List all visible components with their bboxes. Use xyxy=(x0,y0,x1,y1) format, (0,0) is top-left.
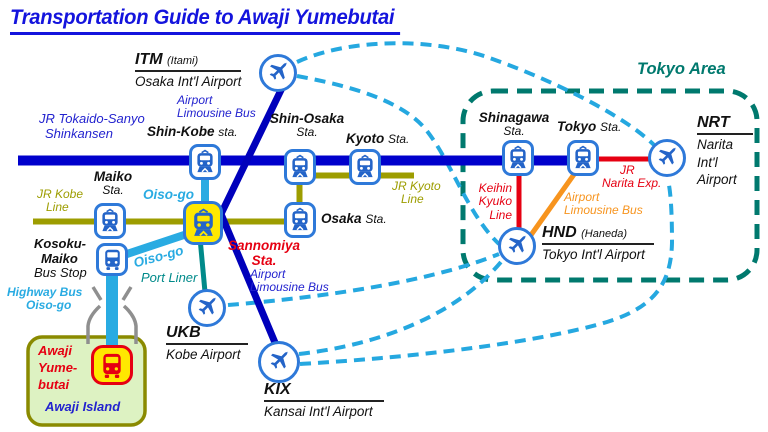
limousine-bus-hnd-line xyxy=(528,171,578,237)
label-station-shinosaka: Shin-Osaka Sta. xyxy=(269,111,345,140)
train-icon xyxy=(510,145,526,169)
train-icon xyxy=(357,154,373,178)
station-icon-osaka xyxy=(284,202,316,238)
bridge-mark-left-upper xyxy=(91,286,103,301)
plane-icon xyxy=(269,62,288,80)
label-airport-kix: KIX Kansai Int'l Airport xyxy=(264,381,384,420)
train-icon xyxy=(575,145,591,169)
flight-kix-hnd xyxy=(298,260,503,356)
flight-ukb-hnd xyxy=(227,252,500,307)
label-airport-ukb: UKB Kobe Airport xyxy=(166,324,248,363)
label-awaji-island: Awaji Island xyxy=(45,399,121,414)
port-liner-line xyxy=(197,237,208,293)
bridge-mark-right xyxy=(122,304,138,344)
station-icon-tokyo xyxy=(567,140,599,176)
label-keihin-kyuko-line: Keihin Kyuko Line xyxy=(478,181,512,222)
train-icon xyxy=(102,208,118,232)
airport-icon-ukb xyxy=(188,289,226,327)
bridge-mark-left xyxy=(86,304,102,344)
train-icon xyxy=(197,149,213,173)
train-icon xyxy=(292,154,308,178)
bridge-mark-right-upper xyxy=(121,286,133,301)
label-station-shinkobe: Shin-Kobe sta. xyxy=(147,124,238,139)
bus-icon xyxy=(103,353,121,378)
bus-icon xyxy=(104,249,120,270)
label-station-maiko: Maiko Sta. xyxy=(93,169,133,198)
plane-icon xyxy=(658,147,677,165)
plane-icon xyxy=(270,351,289,369)
airport-icon-itm xyxy=(259,54,297,92)
label-airport-nrt: NRT Narita Int'l Airport xyxy=(697,114,753,188)
label-station-shinagawa: Shinagawa Sta. xyxy=(478,110,550,139)
label-station-tokyo: Tokyo Sta. xyxy=(557,119,622,134)
label-limousine-bus-kix: Airport Limousine Bus xyxy=(250,267,329,295)
train-icon xyxy=(193,207,213,236)
label-jr-kobe-line: JR Kobe Line xyxy=(37,187,84,215)
station-icon-shinkobe xyxy=(189,144,221,180)
label-awaji-yumebutai: Awaji Yume- butai xyxy=(38,343,78,392)
label-jr-kyoto-line: JR Kyoto Line xyxy=(392,179,441,207)
bus-stop-icon-awaji-yumebutai xyxy=(91,345,133,385)
airport-icon-nrt xyxy=(648,139,686,177)
airport-icon-kix xyxy=(258,341,300,383)
label-airport-hnd: HND (Haneda) Tokyo Int'l Airport xyxy=(542,224,654,263)
label-airport-itm: ITM (Itami) Osaka Int'l Airport xyxy=(135,51,242,90)
label-shinkansen-line: JR Tokaido-Sanyo Shinkansen xyxy=(39,111,145,141)
label-highway-bus-oiso-go: Highway Bus Oiso-go xyxy=(7,285,83,313)
airport-icon-hnd xyxy=(498,227,536,265)
label-tokyo-area: Tokyo Area xyxy=(637,60,726,78)
page-title: Transportation Guide to Awaji Yumebutai xyxy=(10,5,400,35)
station-icon-sannomiya xyxy=(183,201,223,245)
label-station-kyoto: Kyoto Sta. xyxy=(346,131,410,146)
station-icon-maiko xyxy=(94,203,126,239)
tokyo-area-border xyxy=(460,88,760,283)
label-limousine-bus-hnd: Airport Limousine Bus xyxy=(564,190,643,218)
flight-kix-nrt xyxy=(299,179,675,366)
label-oiso-go-upper: Oiso-go xyxy=(143,187,194,202)
label-jr-narita-express: JR Narita Exp. xyxy=(602,163,662,191)
bus-stop-icon-kosoku-maiko xyxy=(96,243,128,276)
label-station-osaka: Osaka Sta. xyxy=(321,211,387,226)
station-icon-shinagawa xyxy=(502,140,534,176)
flight-itm-nrt xyxy=(296,41,658,149)
label-port-liner: Port Liner xyxy=(141,270,198,285)
train-icon xyxy=(292,207,308,231)
flight-itm-hnd xyxy=(296,74,501,246)
label-limousine-bus-itm: Airport Limousine Bus xyxy=(177,93,256,121)
label-station-sannomiya: Sannomiya Sta. xyxy=(227,238,301,269)
station-icon-kyoto xyxy=(349,149,381,185)
plane-icon xyxy=(508,235,527,253)
station-icon-shinosaka xyxy=(284,149,316,185)
plane-icon xyxy=(198,297,217,315)
label-kosoku-maiko-bus-stop: Kosoku- Maiko Bus Stop xyxy=(34,236,87,281)
